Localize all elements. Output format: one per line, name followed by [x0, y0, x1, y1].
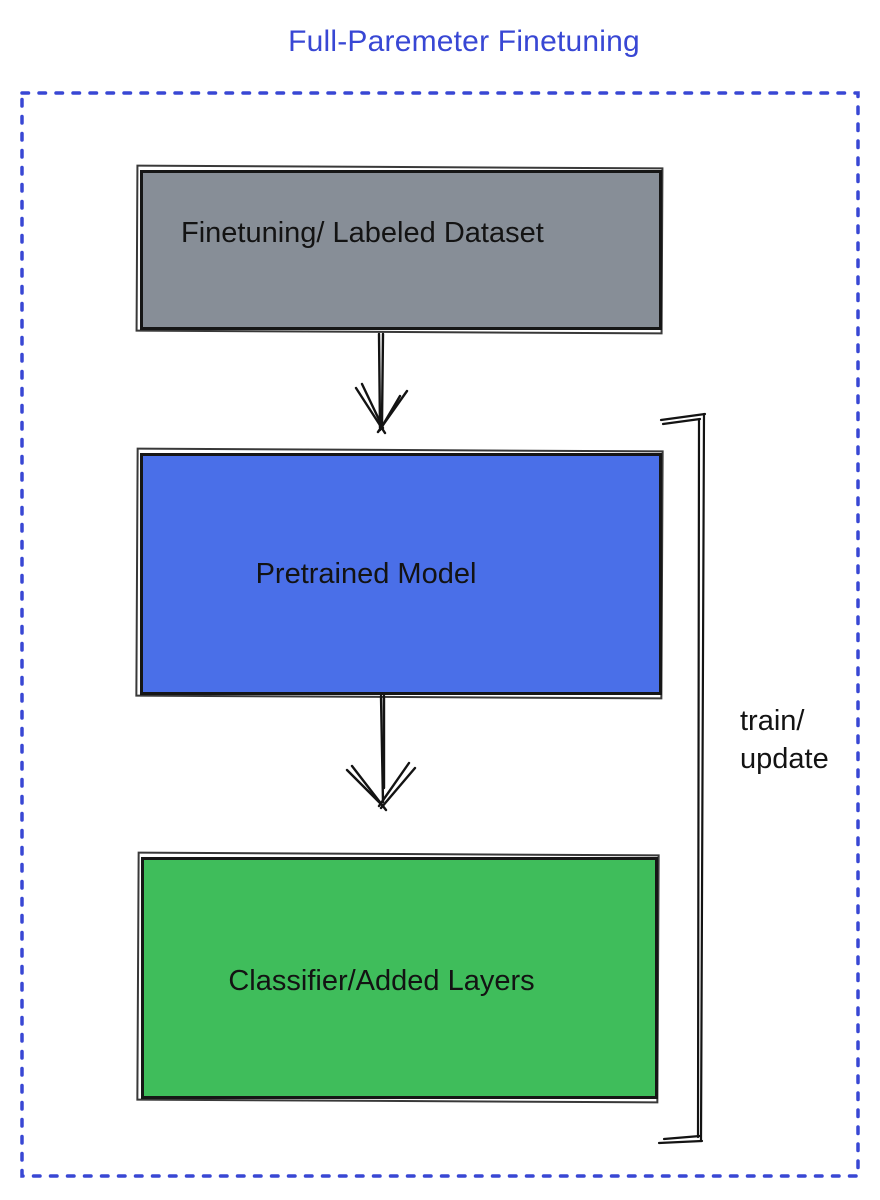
pretrained-model-box-label: Pretrained Model: [255, 557, 477, 590]
train-update-bracket: [657, 412, 707, 1145]
train-update-label: train/ update: [740, 705, 829, 775]
dataset-box-label: Finetuning/ Labeled Dataset: [181, 216, 544, 249]
outer-dotted-border: [20, 91, 860, 1178]
pretrained-model-box: Pretrained Model: [140, 453, 662, 695]
diagram-title: Full-Paremeter Finetuning: [288, 25, 640, 58]
dataset-box: Finetuning/ Labeled Dataset: [140, 170, 662, 330]
arrow-pretrained-to-classifier-icon: [345, 694, 417, 812]
classifier-box: Classifier/Added Layers: [141, 857, 658, 1099]
classifier-box-label: Classifier/Added Layers: [228, 964, 535, 997]
arrow-dataset-to-pretrained-icon: [354, 332, 409, 435]
